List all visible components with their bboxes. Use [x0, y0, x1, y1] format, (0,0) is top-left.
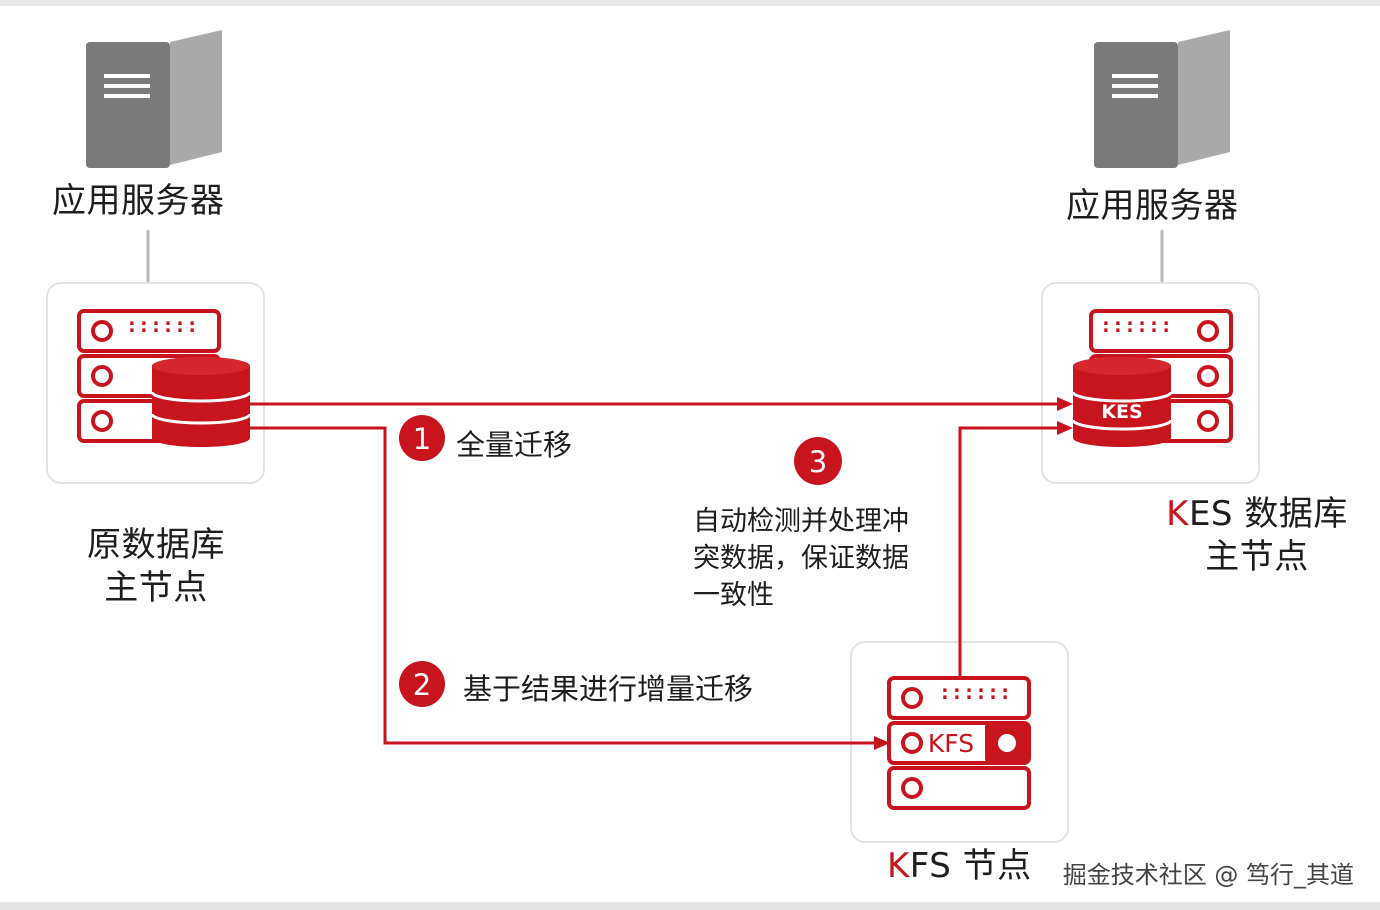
- kfs-node-label: KFS 节点: [887, 845, 1032, 888]
- svg-text:::::::: ::::::: [126, 313, 198, 337]
- arrow-incremental-migration: [250, 426, 890, 750]
- kes-db-label-line2: 主节点: [1205, 536, 1309, 577]
- step-3-line-3: 一致性: [693, 580, 774, 611]
- step-3-badge: 3: [794, 437, 842, 485]
- step-2-badge: 2: [399, 661, 445, 707]
- step-3-line-2: 突数据，保证数据: [693, 543, 909, 574]
- kes-badge: KES: [1101, 401, 1142, 423]
- step-3-description: 自动检测并处理冲 突数据，保证数据 一致性: [693, 503, 953, 614]
- step-1-badge: 1: [399, 415, 445, 461]
- source-db-label-line2: 主节点: [104, 567, 208, 608]
- kfs-node-label-rest: FS 节点: [909, 846, 1032, 886]
- step-1-number: 1: [413, 422, 431, 456]
- server-icon-left: [86, 30, 222, 168]
- kfs-badge: KFS: [928, 729, 974, 758]
- arrow-kfs-to-kes: [958, 421, 1073, 676]
- kes-db-label: KES 数据库 主节点: [1150, 493, 1364, 578]
- source-db-label: 原数据库 主节点: [70, 524, 242, 609]
- svg-text:::::::: ::::::: [939, 680, 1011, 704]
- kfs-node-icon: :::::: KFS: [887, 676, 1031, 810]
- app-server-left-label: 应用服务器: [52, 181, 225, 221]
- source-db-icon: ::::::: [77, 309, 252, 447]
- step-3-number: 3: [809, 445, 827, 479]
- server-icon-right: [1094, 30, 1230, 168]
- step-2-label: 基于结果进行增量迁移: [463, 672, 754, 706]
- app-server-right-label: 应用服务器: [1066, 186, 1239, 226]
- kes-db-icon: :::::: KES: [1071, 309, 1233, 447]
- kfs-node-label-k: K: [887, 846, 910, 886]
- kes-db-label-k: K: [1166, 494, 1189, 534]
- step-3-line-1: 自动检测并处理冲: [693, 506, 909, 537]
- watermark: 掘金技术社区 @ 笃行_其道: [1062, 861, 1354, 889]
- kes-db-label-line1: KES 数据库: [1150, 493, 1364, 536]
- kes-db-label-rest: ES 数据库: [1188, 494, 1348, 534]
- step-1-label: 全量迁移: [456, 428, 573, 462]
- svg-text:::::::: ::::::: [1100, 313, 1172, 337]
- step-2-number: 2: [413, 668, 431, 702]
- source-db-label-line1: 原数据库: [87, 525, 225, 565]
